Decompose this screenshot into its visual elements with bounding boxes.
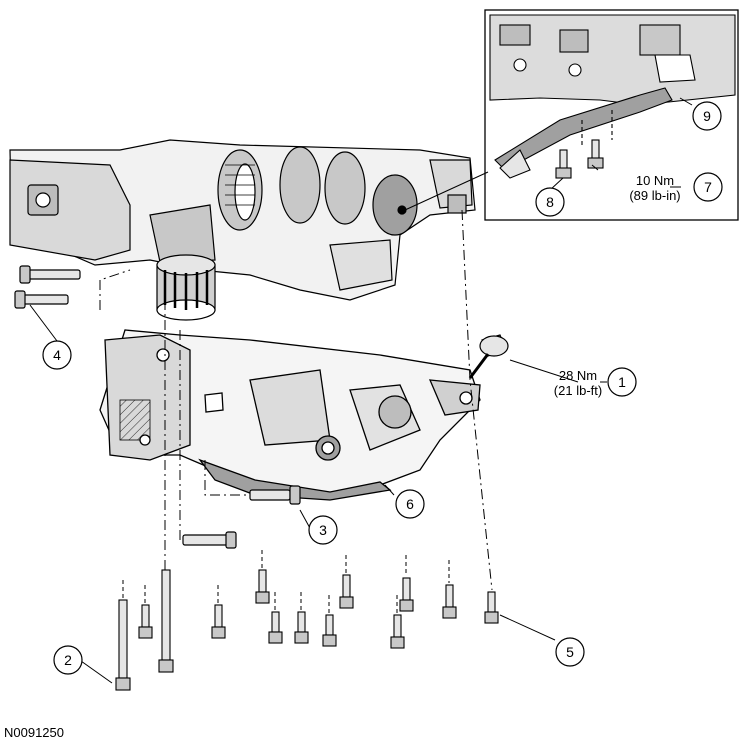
torque-pan-bolt-metric: 28 Nm <box>559 368 597 383</box>
figure-id: N0091250 <box>4 725 64 740</box>
callout-5-number: 5 <box>566 644 574 660</box>
callout-7: 7 <box>693 172 723 202</box>
callout-7-number: 7 <box>704 179 712 195</box>
torque-spec-inset-bolt: 10 Nm (89 lb-in) <box>629 173 680 203</box>
oil-pan <box>99 329 481 501</box>
callout-8: 8 <box>535 187 565 217</box>
bolt-dash-guides <box>122 550 450 613</box>
bolts-4 <box>14 265 81 309</box>
callout-leaders <box>29 97 693 684</box>
torque-spec-pan-bolt: 28 Nm (21 lb-ft) <box>554 368 602 398</box>
callout-8-number: 8 <box>546 194 554 210</box>
vertical-bolts <box>115 569 499 691</box>
torque-inset-bolt-metric: 10 Nm <box>636 173 674 188</box>
inset-leader-line <box>404 171 489 211</box>
torque-inset-bolt-imperial: (89 lb-in) <box>629 188 680 203</box>
long-bolt-lower <box>182 531 237 549</box>
callout-5: 5 <box>555 637 585 667</box>
callout-3: 3 <box>308 515 338 545</box>
callout-1-number: 1 <box>618 374 626 390</box>
callout-2: 2 <box>53 645 83 675</box>
callout-4-number: 4 <box>53 347 61 363</box>
callout-6: 6 <box>395 489 425 519</box>
callout-2-number: 2 <box>64 652 72 668</box>
callout-9: 9 <box>692 101 722 131</box>
oil-filter <box>156 254 216 321</box>
engine-block <box>9 139 476 301</box>
pan-bolt <box>468 334 509 379</box>
long-bolt-3 <box>249 485 301 505</box>
callout-1: 1 <box>607 367 637 397</box>
callout-4: 4 <box>42 340 72 370</box>
torque-pan-bolt-imperial: (21 lb-ft) <box>554 383 602 398</box>
callout-6-number: 6 <box>406 496 414 512</box>
callout-9-number: 9 <box>703 108 711 124</box>
callout-3-number: 3 <box>319 522 327 538</box>
